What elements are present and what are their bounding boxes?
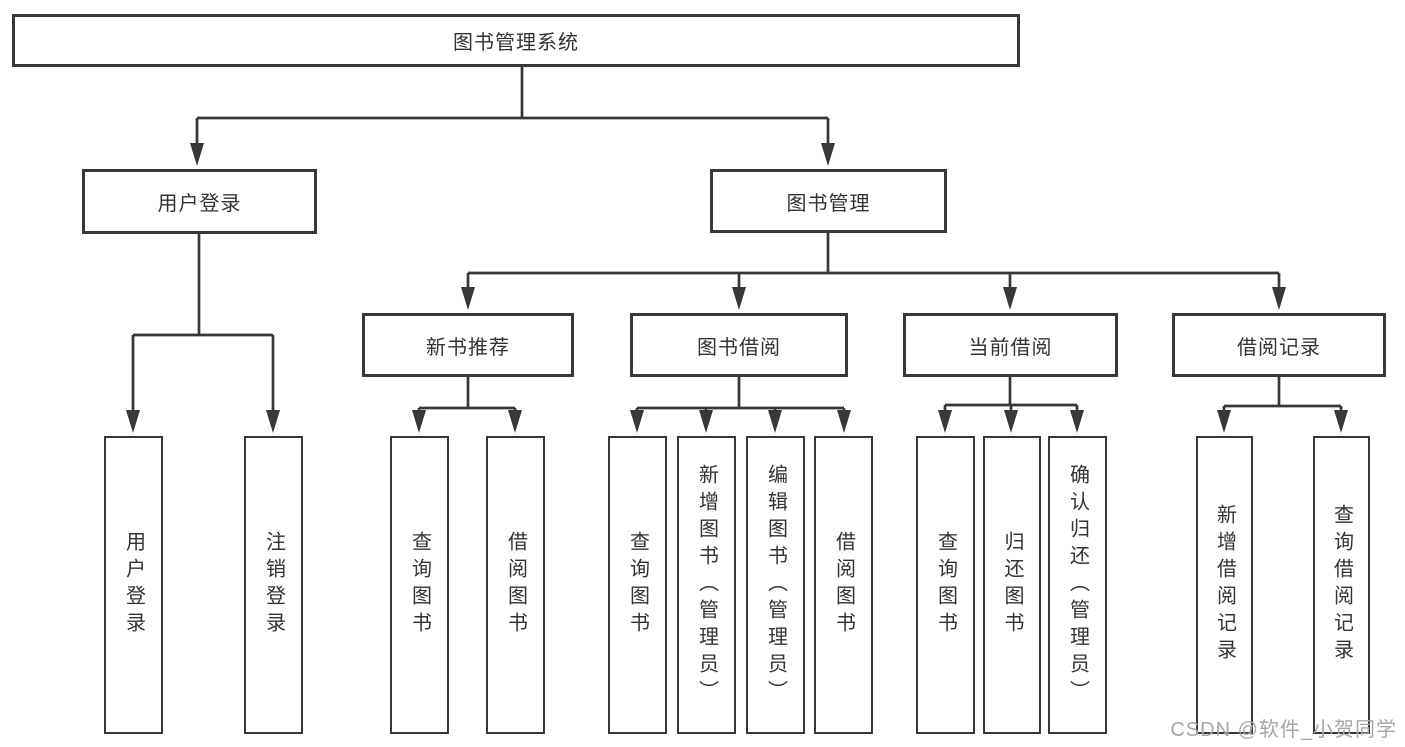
leaf-node-label: 查询图书 (934, 531, 957, 639)
section-node-label: 当前借阅 (968, 336, 1053, 359)
section-node-label: 新书推荐 (426, 336, 510, 359)
connector-new-book-recommend-to-leaves (417, 377, 517, 412)
branch-node-label: 图书管理 (786, 192, 871, 215)
section-node-borrowing-records: 借阅记录 (1172, 313, 1386, 377)
branch-node-book-management: 图书管理 (710, 169, 947, 233)
connector-book-management-to-sections (466, 233, 1281, 289)
leaf-node-label: 新增借阅记录 (1213, 504, 1236, 666)
leaf-node-confirm-return-admin: 确认归还（管理员） (1048, 436, 1107, 734)
leaf-node-label: 确认归还（管理员） (1066, 463, 1089, 707)
leaf-node-label: 编辑图书（管理员） (764, 463, 787, 707)
leaf-node-add-borrow-record: 新增借阅记录 (1196, 436, 1253, 734)
root-node-label: 图书管理系统 (453, 32, 579, 54)
leaf-node-label: 用户登录 (122, 531, 145, 639)
connector-user-login-to-leaves (131, 234, 275, 412)
leaf-node-label: 借阅图书 (504, 531, 527, 639)
leaf-node-user-login: 用户登录 (104, 436, 163, 734)
leaf-node-borrow-books-recommend: 借阅图书 (486, 436, 545, 734)
leaf-node-label: 新增图书（管理员） (695, 463, 718, 707)
connector-root-to-branches (195, 67, 830, 145)
section-node-new-book-recommend: 新书推荐 (362, 313, 574, 377)
leaf-node-query-borrow-record: 查询借阅记录 (1313, 436, 1370, 734)
leaf-node-label: 注销登录 (262, 531, 285, 639)
connector-borrowing-records-to-leaves (1222, 377, 1343, 412)
section-node-label: 图书借阅 (697, 336, 781, 359)
leaf-node-return-books: 归还图书 (983, 436, 1041, 734)
connector-book-borrowing-to-leaves (635, 377, 846, 412)
csdn-watermark: CSDN @软件_小贺同学 (1170, 719, 1397, 741)
leaf-node-label: 查询图书 (626, 531, 649, 639)
leaf-node-query-books-recommend: 查询图书 (390, 436, 449, 734)
section-node-label: 借阅记录 (1237, 336, 1321, 359)
leaf-node-query-books-current: 查询图书 (916, 436, 975, 734)
root-node-library-management-system: 图书管理系统 (12, 14, 1020, 67)
leaf-node-label: 借阅图书 (832, 531, 855, 639)
leaf-node-borrow-books: 借阅图书 (814, 436, 873, 734)
leaf-node-query-books-borrowing: 查询图书 (608, 436, 667, 734)
leaf-node-logout: 注销登录 (244, 436, 303, 734)
branch-node-user-login: 用户登录 (82, 169, 317, 234)
leaf-node-add-books-admin: 新增图书（管理员） (677, 436, 736, 734)
leaf-node-edit-books-admin: 编辑图书（管理员） (746, 436, 805, 734)
leaf-node-label: 查询图书 (408, 531, 431, 639)
branch-node-label: 用户登录 (157, 193, 242, 215)
leaf-node-label: 查询借阅记录 (1330, 504, 1353, 666)
connector-current-borrowing-to-leaves (943, 377, 1079, 412)
section-node-book-borrowing: 图书借阅 (630, 313, 848, 377)
section-node-current-borrowing: 当前借阅 (903, 313, 1118, 377)
leaf-node-label: 归还图书 (1001, 531, 1023, 639)
